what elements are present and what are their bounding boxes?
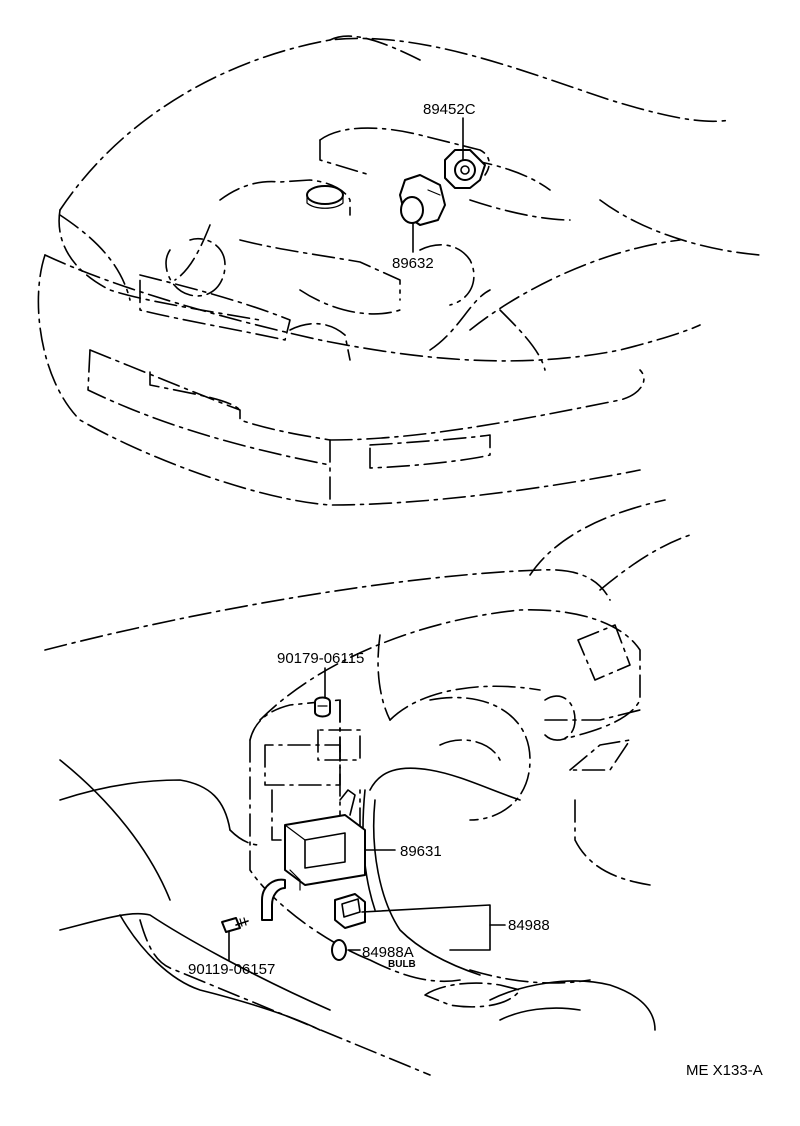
screw-90119-06157-icon[interactable] <box>221 917 249 933</box>
label-bulb: BULB <box>388 959 416 970</box>
diagram-code: ME X133-A <box>686 1062 763 1079</box>
bracket-icon <box>261 878 286 921</box>
label-90179-06115[interactable]: 90179-06115 <box>277 650 364 667</box>
clip-90179-06115-icon[interactable] <box>314 696 331 718</box>
label-89452c[interactable]: 89452C <box>423 101 476 118</box>
sensor-89632-icon[interactable] <box>399 174 446 226</box>
ecu-89631-icon[interactable] <box>284 789 366 891</box>
dashboard-illustration <box>44 499 691 1076</box>
switch-84988-icon[interactable] <box>334 893 366 929</box>
bulb-84988a-icon[interactable] <box>331 939 347 961</box>
label-89632[interactable]: 89632 <box>392 255 434 272</box>
label-84988[interactable]: 84988 <box>508 917 550 934</box>
label-84988a[interactable]: 84988A <box>362 944 414 961</box>
label-90119-06157[interactable]: 90119-06157 <box>188 961 275 978</box>
label-89631[interactable]: 89631 <box>400 843 442 860</box>
leader-84988-group <box>361 904 491 951</box>
sensor-89452c-icon[interactable] <box>444 149 486 189</box>
engine-bay-illustration <box>37 35 761 506</box>
